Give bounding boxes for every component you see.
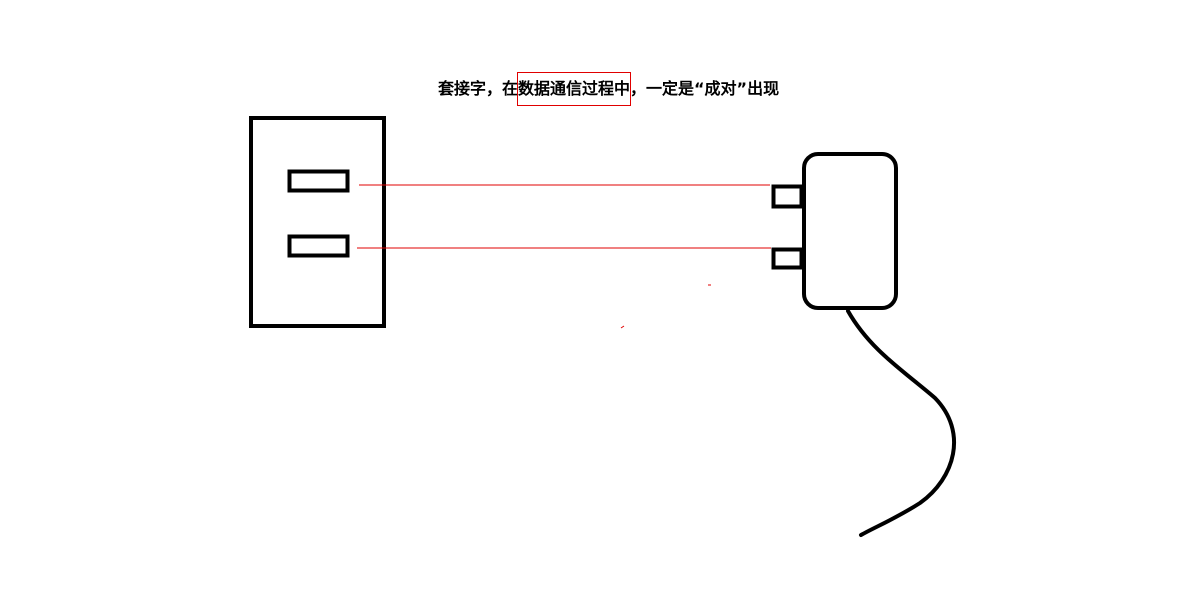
plug-body [802, 152, 898, 310]
wall-socket-icon [249, 116, 386, 328]
caption-prefix: 套接字，在 [438, 79, 519, 98]
socket-faceplate [249, 116, 386, 328]
stray-mark-2 [620, 325, 625, 329]
socket-slot-top [287, 169, 350, 193]
socket-slot-bottom [287, 234, 350, 258]
plug-prong-bottom [771, 247, 804, 270]
plug-prong-top [771, 184, 804, 209]
caption-highlight: 数据通信过程中 [517, 72, 632, 106]
power-plug-icon [771, 152, 898, 310]
power-cord-icon [846, 309, 957, 537]
caption-suffix: ，一定是“成对”出现 [630, 79, 780, 98]
diagram-caption: 套接字，在数据通信过程中，一定是“成对”出现 [438, 72, 780, 106]
